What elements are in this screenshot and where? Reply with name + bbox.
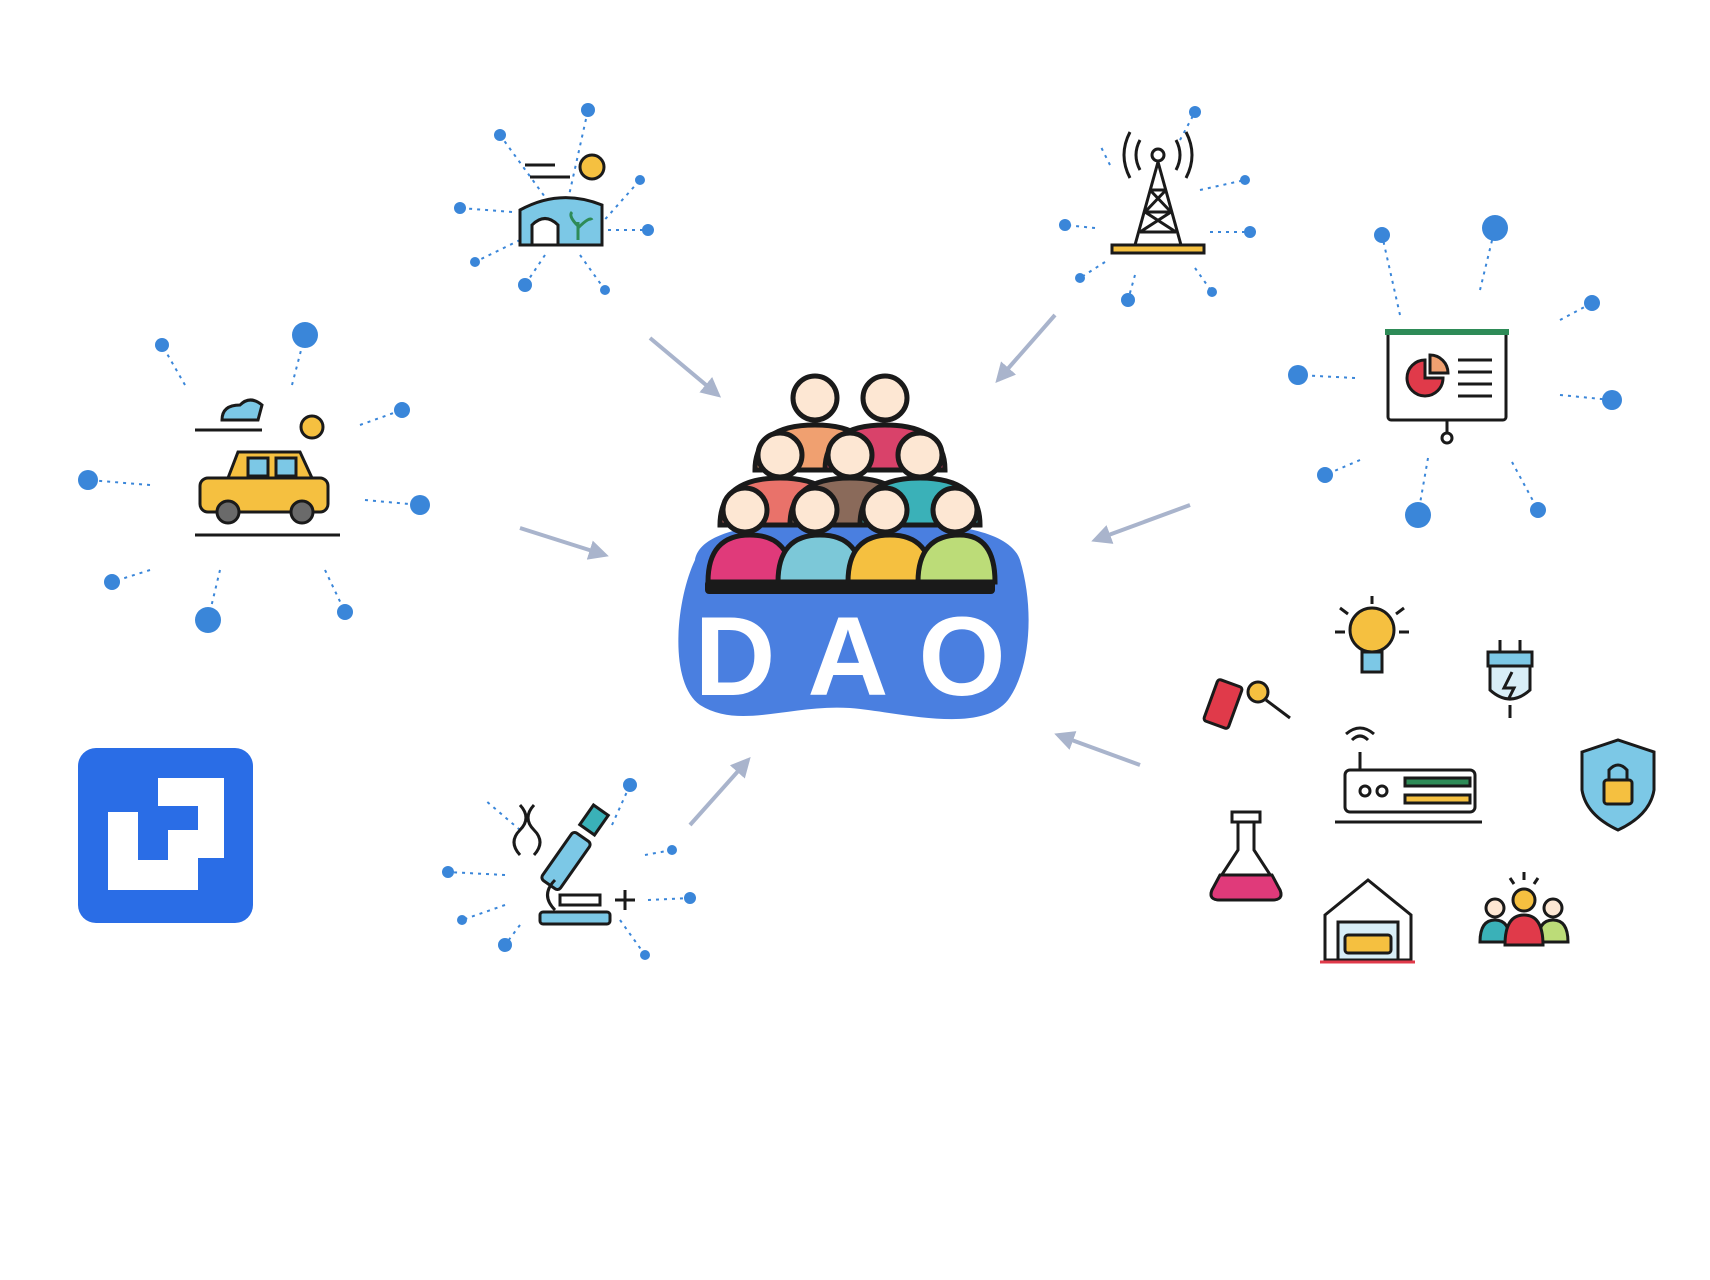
cluster-tower	[1059, 106, 1256, 307]
lightbulb-icon	[1335, 596, 1409, 674]
people-group-icon	[705, 373, 998, 585]
cluster-car	[78, 322, 430, 633]
arrow-from-presentation	[1091, 503, 1191, 544]
flask-icon	[1209, 810, 1283, 902]
brand-logo-icon	[108, 778, 224, 890]
cluster-microscope	[442, 778, 696, 960]
asset-icons	[1202, 596, 1656, 964]
presentation-board-icon	[1385, 329, 1509, 445]
dao-label-d: D	[695, 594, 776, 719]
garage-icon	[1320, 878, 1415, 964]
arrow-from-greenhouse	[648, 336, 722, 398]
cluster-greenhouse	[454, 103, 654, 295]
arrow-from-assets	[1054, 731, 1141, 767]
power-plug-icon	[1486, 640, 1534, 718]
router-icon	[1335, 726, 1482, 824]
cluster-presentation	[1288, 215, 1622, 528]
dao-hub: D A O	[678, 373, 1029, 720]
microscope-icon	[512, 802, 635, 926]
arrows	[519, 313, 1191, 827]
brand-logo-background	[78, 748, 253, 923]
radio-tower-icon	[1110, 131, 1206, 255]
team-icon	[1478, 872, 1570, 947]
car-icon	[195, 398, 340, 537]
people-base-bar	[705, 580, 995, 594]
arrow-from-car	[519, 526, 609, 560]
key-tag-icon	[1202, 678, 1291, 730]
arrow-from-tower	[995, 313, 1057, 384]
dao-label-a: A	[808, 594, 889, 719]
dao-label-o: O	[918, 594, 1005, 719]
shield-lock-icon	[1580, 738, 1656, 832]
brand-logo	[78, 748, 253, 923]
arrow-from-microscope	[688, 757, 751, 827]
greenhouse-icon	[518, 153, 606, 247]
